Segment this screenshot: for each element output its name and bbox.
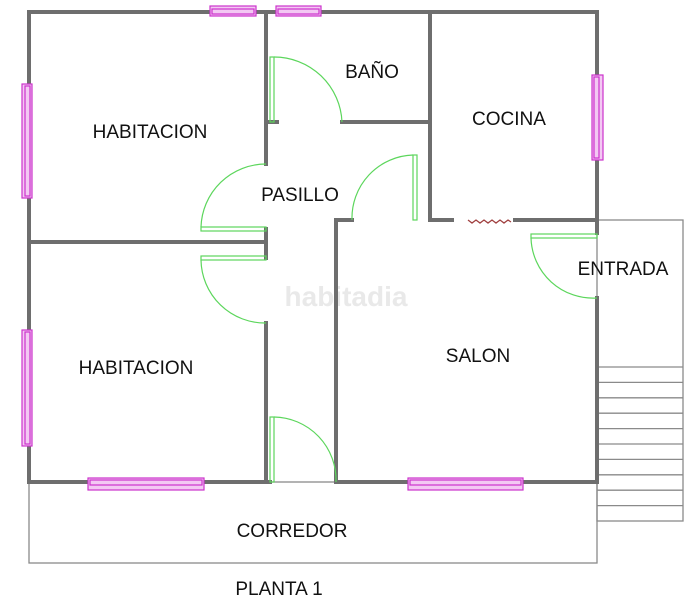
room-label-corredor: CORREDOR <box>237 521 348 542</box>
door-salon <box>412 154 418 221</box>
corredor-outline <box>28 481 598 564</box>
door-entrada <box>530 233 598 239</box>
door-habitacion-2 <box>200 255 267 261</box>
room-label-cocina: COCINA <box>472 109 546 130</box>
door-bano <box>269 56 275 123</box>
room-label-bano: BAÑO <box>345 61 399 83</box>
zigzag-partition <box>467 219 512 224</box>
door-corredor <box>269 416 275 483</box>
room-label-habitacion-1: HABITACION <box>93 122 208 143</box>
door-habitacion-1 <box>200 226 267 232</box>
plan-title: PLANTA 1 <box>235 579 322 600</box>
room-label-habitacion-2: HABITACION <box>79 358 194 379</box>
stairs <box>596 219 684 522</box>
windows <box>21 5 604 491</box>
doors <box>200 56 598 483</box>
room-label-salon: SALON <box>446 346 510 367</box>
room-label-entrada: ENTRADA <box>578 259 669 280</box>
room-label-pasillo: PASILLO <box>261 185 339 206</box>
walls <box>27 10 599 484</box>
watermark: habitadia <box>285 281 408 312</box>
